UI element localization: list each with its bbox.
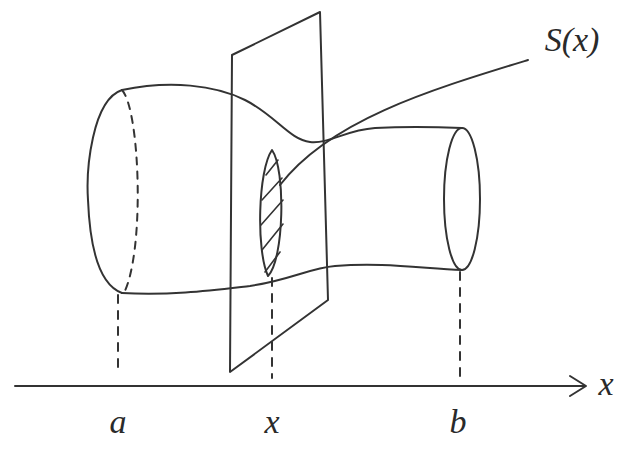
solid-top-outline xyxy=(122,85,462,142)
section-label: S(x) xyxy=(545,23,600,57)
right-end-cap xyxy=(444,128,480,270)
projection-line xyxy=(271,278,273,378)
solid-bottom-outline xyxy=(122,265,462,294)
left-end-cap xyxy=(88,90,122,293)
axis-label: x xyxy=(598,367,613,401)
cutting-plane xyxy=(230,12,328,372)
projection-line xyxy=(459,272,461,378)
left-end-hidden xyxy=(122,90,138,293)
x-axis xyxy=(15,385,585,387)
section-hatching xyxy=(261,160,283,272)
axis-tick-label: x xyxy=(264,405,279,439)
axis-tick-label: a xyxy=(110,405,127,439)
projection-line xyxy=(117,295,119,375)
axis-tick-label: b xyxy=(450,405,467,439)
leader-line xyxy=(280,60,528,185)
axis-arrowhead xyxy=(570,376,586,396)
